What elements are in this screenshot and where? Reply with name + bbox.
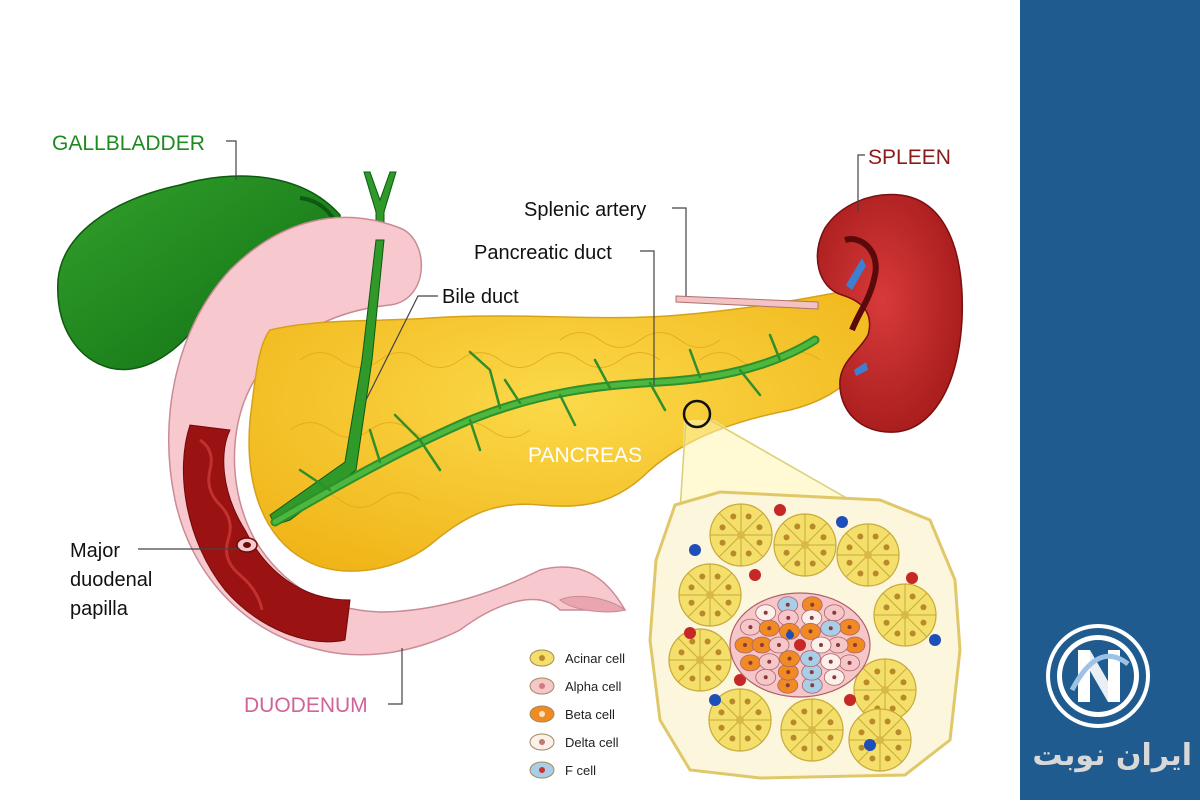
legend-swatch-nucleus [539, 739, 545, 745]
legend-item: Alpha cell [529, 677, 621, 695]
acinar-clusters [668, 503, 941, 772]
legend-label: F cell [565, 763, 596, 778]
pancreatic-duct [270, 333, 820, 527]
legend-label: Alpha cell [565, 679, 621, 694]
blood-vessel-dot [864, 739, 876, 751]
splenic-artery [675, 295, 819, 310]
letter-n-circle-logo-icon [1046, 624, 1150, 728]
acinar-cluster [708, 688, 772, 752]
pancreatic-duct-leader [640, 250, 655, 385]
legend-swatch-nucleus [539, 683, 545, 689]
acinar-cluster [709, 503, 773, 567]
labels: GALLBLADDER SPLEEN Splenic artery Pancre… [52, 132, 951, 717]
acinar-cluster [873, 583, 937, 647]
legend-swatch-nucleus [539, 655, 545, 661]
acinar-cluster [773, 513, 837, 577]
acinar-cluster [780, 698, 844, 762]
legend-item: Acinar cell [529, 649, 625, 667]
blood-vessel-dot [774, 504, 786, 516]
legend-item: Delta cell [529, 733, 619, 751]
blood-vessel-dot [709, 694, 721, 706]
legend-label: Delta cell [565, 735, 619, 750]
duodenum-label: DUODENUM [244, 694, 368, 717]
spleen-leader [857, 154, 865, 212]
blood-vessel-dot [906, 572, 918, 584]
papilla-label-line1: Major [70, 540, 120, 562]
legend-label: Beta cell [565, 707, 615, 722]
duodenum-leader [388, 648, 403, 705]
papilla-label-line2: duodenal [70, 569, 152, 591]
legend-item: Beta cell [529, 705, 615, 723]
zoom-circle [682, 399, 712, 429]
pancreas-label: PANCREAS [528, 444, 642, 467]
gallbladder-leader [226, 140, 237, 180]
brand-graphics [1046, 624, 1150, 728]
leader-lines [138, 140, 865, 705]
blood-vessel-dot [689, 544, 701, 556]
papilla-label-line3: papilla [70, 598, 129, 620]
blood-vessel-dot [844, 694, 856, 706]
spleen [816, 193, 964, 433]
acinar-cluster [848, 708, 912, 772]
brand-sidebar [1020, 0, 1200, 800]
acinar-cluster [836, 523, 900, 587]
pancreatic-duct-label: Pancreatic duct [474, 242, 612, 264]
pancreas [248, 289, 880, 572]
bile-duct-label: Bile duct [442, 286, 519, 308]
splenic-artery-leader [672, 207, 687, 296]
islet-of-langerhans [729, 592, 871, 698]
brand-name: ایران نوبت [1032, 738, 1192, 773]
acinar-cluster [668, 628, 732, 692]
legend-label: Acinar cell [565, 651, 625, 666]
acinar-cluster [678, 563, 742, 627]
blood-vessel-dot [929, 634, 941, 646]
zoom-indicator [679, 399, 851, 511]
islet-inset [648, 490, 962, 780]
legend-swatch-nucleus [539, 767, 545, 773]
blood-vessel-dot [749, 569, 761, 581]
islet-capillary [786, 631, 794, 639]
gallbladder-label: GALLBLADDER [52, 132, 205, 155]
bile-duct-leader [365, 295, 438, 401]
splenic-artery-label: Splenic artery [524, 199, 646, 221]
blood-vessel-dot [836, 516, 848, 528]
blood-vessel-dot [684, 627, 696, 639]
spleen-label: SPLEEN [868, 146, 951, 169]
islet-capillary [794, 639, 806, 651]
papilla-marker [236, 537, 258, 553]
legend-swatch-nucleus [539, 711, 545, 717]
blood-vessel-dot [734, 674, 746, 686]
legend-item: F cell [529, 761, 596, 779]
